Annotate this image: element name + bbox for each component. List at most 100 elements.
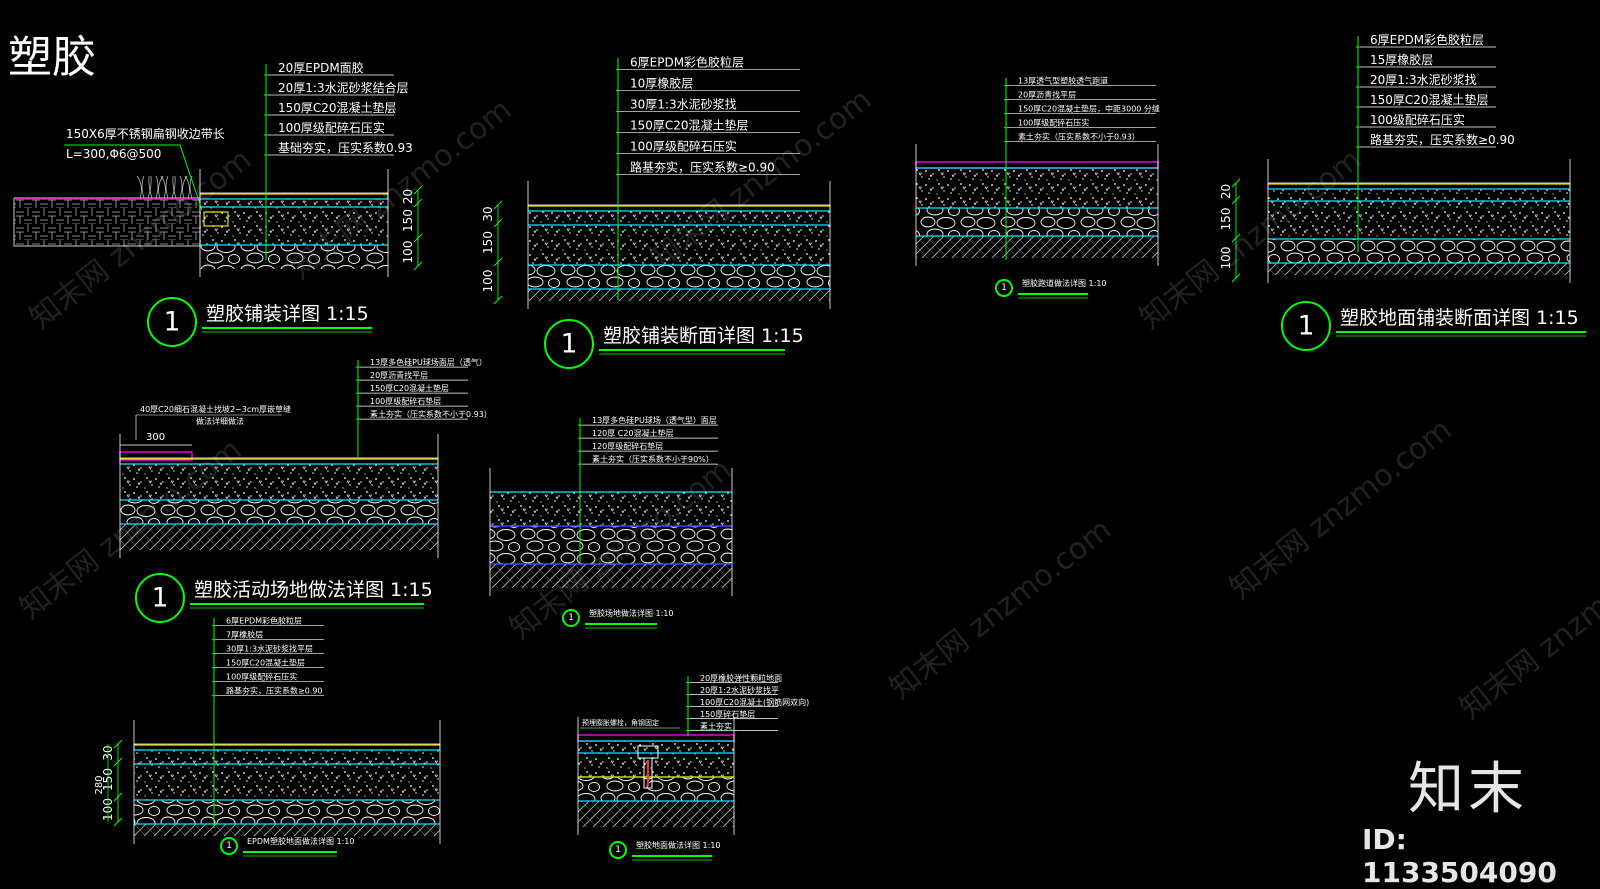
layer-soil <box>578 801 734 827</box>
sheet-title: 塑胶 <box>8 32 96 83</box>
title-number: 1 <box>568 613 574 623</box>
layer-label: 120厚级配碎石垫层 <box>592 441 663 451</box>
grass-blade <box>171 175 176 199</box>
steel-edge-strip <box>203 211 229 227</box>
layer-label: 150厚C20混凝土垫层 <box>630 117 749 132</box>
detail-4: 6厚EPDM彩色胶粒层15厚橡胶层20厚1:3水泥砂浆找150厚C20混凝土垫层… <box>1219 32 1586 351</box>
layer-label: 100厚级配碎石压实 <box>278 120 385 135</box>
title-circle <box>135 573 185 623</box>
layer-label: 路基夯实，压实系数≥0.90 <box>1370 132 1515 147</box>
dim-tick <box>1231 195 1241 205</box>
title-circle <box>147 297 197 347</box>
grass-blade <box>158 175 164 199</box>
dim-tick <box>413 261 423 271</box>
layer-gravel <box>528 265 830 289</box>
layer-mortar <box>200 199 388 207</box>
layer-label: 7厚橡胶层 <box>226 630 263 640</box>
dim-300-line <box>120 415 192 446</box>
layer-label: 100厚C20混凝土(钢筋网双向) <box>700 697 809 707</box>
layer-label: 100厚级配碎石压实 <box>630 138 737 153</box>
dim-label: 20 <box>401 189 415 204</box>
title-number: 1 <box>615 845 621 855</box>
layer-magenta <box>915 161 1159 169</box>
title-number: 1 <box>164 307 181 338</box>
adjacent-paving <box>13 197 201 247</box>
dim-label: 30 <box>481 206 495 221</box>
layer-label: 150厚碎石垫层 <box>700 709 755 719</box>
grass-blade <box>147 175 152 199</box>
layer-mortar <box>134 750 440 764</box>
layer-label: 150厚C20混凝土垫层 <box>226 658 305 668</box>
layer-gravel <box>578 777 734 801</box>
layer-soil <box>528 289 830 301</box>
layer-gravel <box>134 800 440 824</box>
detail-1: 20厚EPDM面胶20厚1:3水泥砂浆结合层150厚C20混凝土垫层100厚级配… <box>13 60 423 347</box>
detail-title: 塑胶场地做法详图 1:10 <box>589 608 674 618</box>
edge-note: L=300,Φ6@500 <box>66 147 161 161</box>
watermark-text: 知末网 znzmo.com <box>1223 412 1458 606</box>
title-circle <box>562 609 580 627</box>
dim-tick <box>493 257 503 267</box>
layer-label: 100厚级配碎石压实 <box>226 672 297 682</box>
detail-3: 13厚透气型塑胶透气跑道20厚沥青找平层150厚C20混凝土垫层，中距3000 … <box>915 76 1160 299</box>
anchor-bolt <box>643 757 653 789</box>
title-number: 1 <box>1001 283 1007 293</box>
layer-mortar <box>528 211 830 225</box>
dim-label: 150 <box>401 209 415 232</box>
layer-label: 20厚沥青找平层 <box>1018 90 1076 100</box>
dim-label: 280 <box>94 775 105 794</box>
dim-tick <box>113 792 123 802</box>
grass-blade <box>136 175 142 199</box>
layer-label: 20厚1:3水泥砂浆找 <box>1370 72 1477 87</box>
layer-label: 30厚1:3水泥砂浆找平层 <box>226 644 313 654</box>
dim-label: 100 <box>1219 247 1233 270</box>
layer-mortar <box>1268 189 1570 201</box>
layer-gravel <box>120 500 438 524</box>
dim-tick <box>113 757 123 767</box>
dim-label: 150 <box>481 231 495 254</box>
watermark-text: 知末网 znzmo.com <box>1453 532 1600 726</box>
layer-label: 素土夯实（压实系数不小于90%） <box>592 454 714 464</box>
layer-label: 100级配碎石压实 <box>1370 112 1465 127</box>
dim-tick <box>413 233 423 243</box>
detail-2: 6厚EPDM彩色胶粒层10厚橡胶层30厚1:3水泥砂浆找150厚C20混凝土垫层… <box>481 54 831 369</box>
layer-soil <box>134 824 440 836</box>
detail-title: 塑胶活动场地做法详图 1:15 <box>194 579 433 601</box>
layer-gravel <box>200 245 388 269</box>
dim-tick <box>493 200 503 210</box>
title-circle <box>1281 301 1331 351</box>
detail-title: EPDM塑胶地面做法详图 1:10 <box>247 836 354 846</box>
layer-label: 20厚1:3水泥砂浆结合层 <box>278 80 409 95</box>
layer-label: 100厚级配碎石垫层 <box>370 396 441 406</box>
detail-8: 20厚橡胶弹性颗粒地面20厚1:2水泥砂浆找平100厚C20混凝土(钢筋网双向)… <box>577 673 809 861</box>
layer-label: 6厚EPDM彩色胶粒层 <box>630 54 744 69</box>
edge-note: 做法详细做法 <box>196 416 244 426</box>
dim-tick <box>1231 233 1241 243</box>
dim-tick <box>493 295 503 305</box>
grass-blade <box>179 175 183 199</box>
title-circle <box>544 319 594 369</box>
grass-blade <box>172 175 177 199</box>
dim-tick <box>1231 178 1241 188</box>
image-id: ID: 1133504090 <box>1362 823 1557 889</box>
layer-label: 素土夯实（压实系数不小于0.93） <box>370 409 492 419</box>
detail-title: 塑胶跑道做法详图 1:10 <box>1022 278 1107 288</box>
layer-concrete <box>490 492 732 526</box>
edge-note: 40厚C20细石混凝土找坡2~3cm厚嵌草缝 <box>140 404 291 414</box>
layer-label: 20厚沥青找平层 <box>370 370 428 380</box>
title-circle <box>995 279 1013 297</box>
detail-title: 塑胶铺装详图 1:15 <box>206 303 369 325</box>
grass-blade <box>160 175 166 199</box>
dim-label: 100 <box>401 241 415 264</box>
layer-soil <box>120 524 438 550</box>
layer-concrete <box>134 764 440 800</box>
layer-label: 路基夯实，压实系数≥0.90 <box>630 159 775 174</box>
layer-label: 6厚EPDM彩色胶粒层 <box>226 616 302 626</box>
layer-label: 20厚橡胶弹性颗粒地面 <box>700 673 782 683</box>
layer-label: 6厚EPDM彩色胶粒层 <box>1370 32 1484 47</box>
dim-tick <box>1231 273 1241 283</box>
layer-concrete <box>916 168 1158 208</box>
dim-tick <box>113 739 123 749</box>
